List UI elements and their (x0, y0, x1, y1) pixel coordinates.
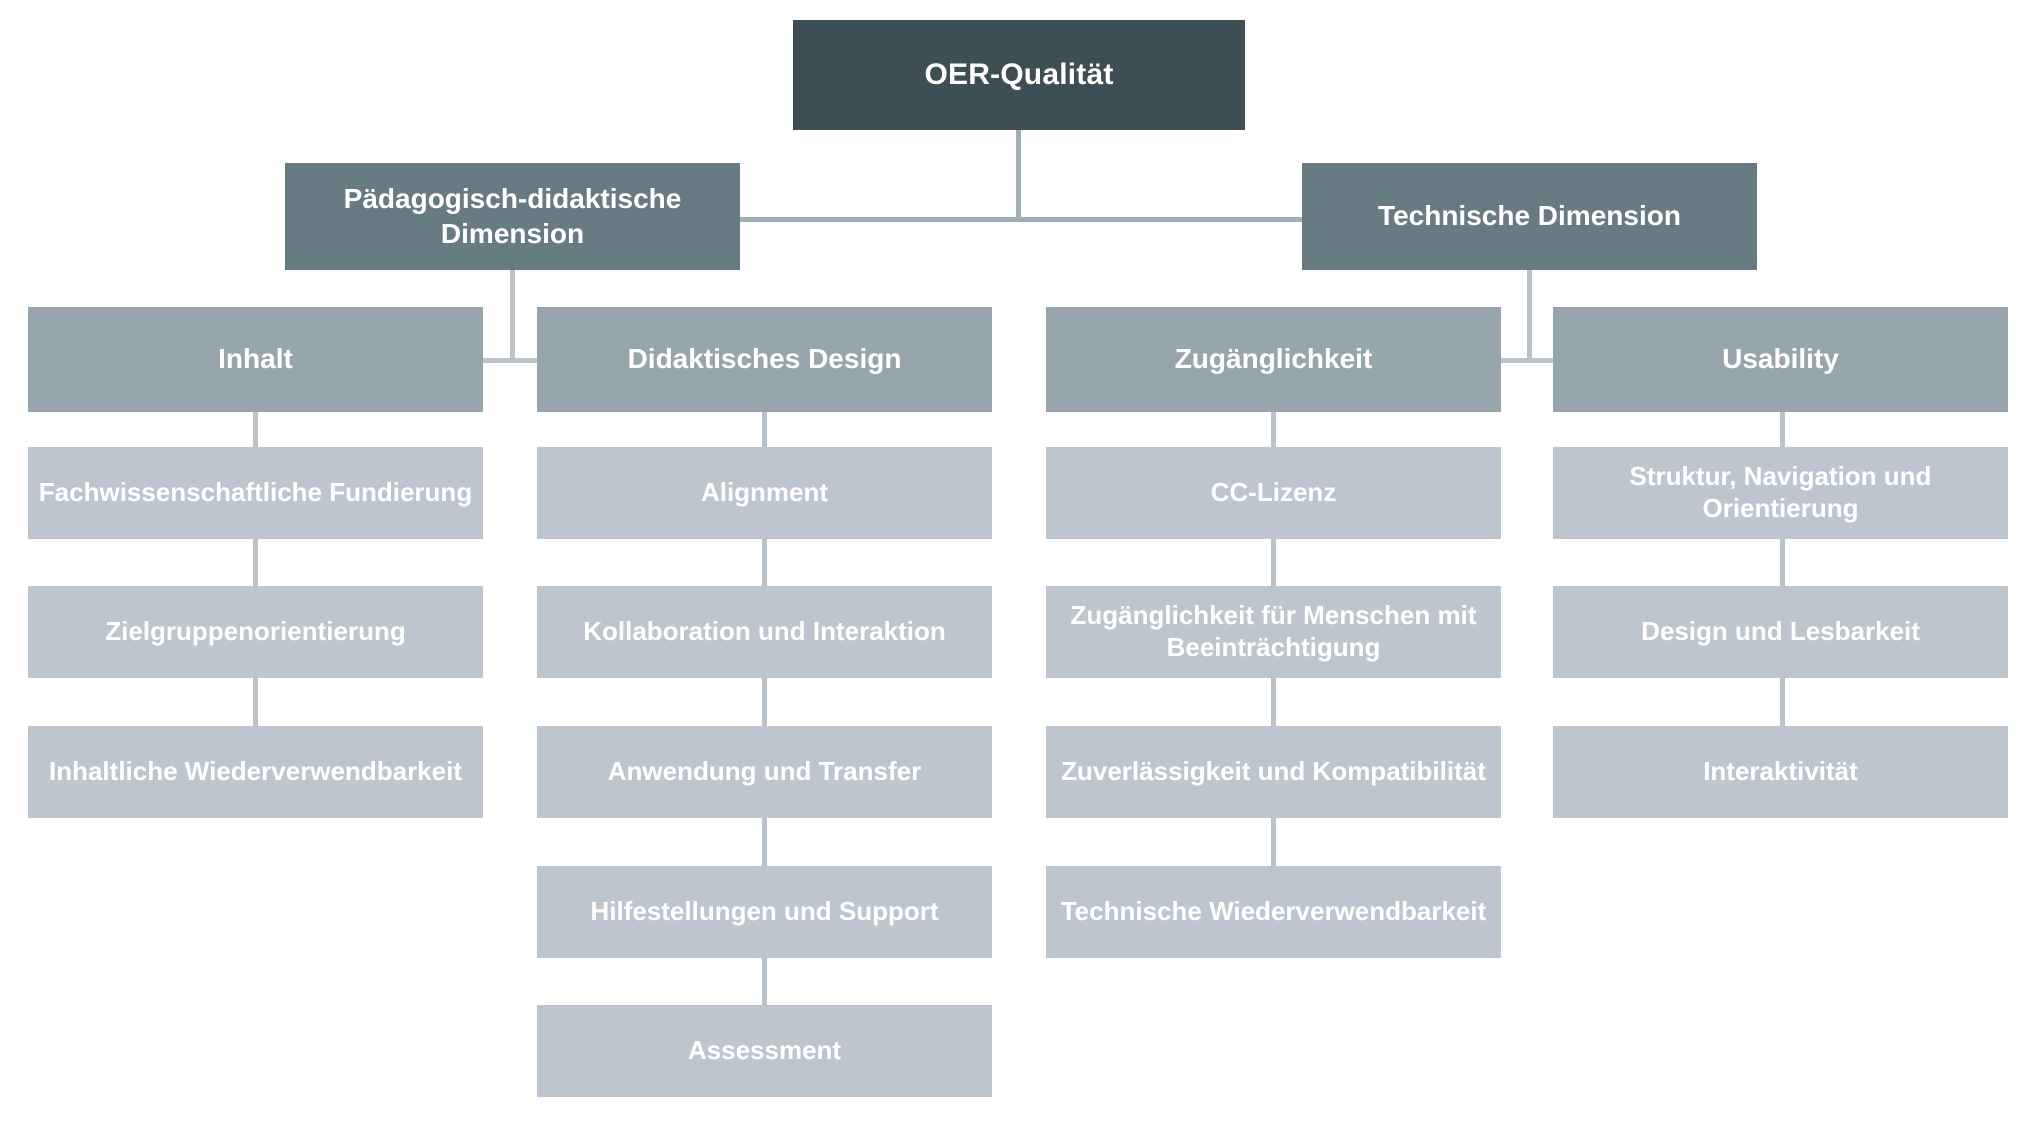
node-leaf-anwendung-und-transfer[interactable]: Anwendung und Transfer (537, 726, 992, 818)
connector-right-dimension-stem (1527, 270, 1532, 362)
node-leaf-interaktivitaet[interactable]: Interaktivität (1553, 726, 2008, 818)
node-category-label: Usability (1722, 343, 1839, 375)
node-dimension-label: Technische Dimension (1378, 200, 1681, 232)
connector-right-category-bar (1272, 358, 1784, 363)
node-leaf-label: CC-Lizenz (1210, 477, 1337, 508)
connector-left-category-bar (255, 358, 767, 363)
node-leaf-struktur-navigation-und-orientierung[interactable]: Struktur, Navigation und Orientierung (1553, 447, 2008, 539)
node-category-usability[interactable]: Usability (1553, 307, 2008, 412)
node-leaf-label: Kollaboration und Interaktion (583, 616, 946, 647)
node-category-label: Zugänglichkeit (1174, 343, 1373, 375)
node-dimension-paedagogisch-didaktisch[interactable]: Pädagogisch-didaktische Dimension (285, 163, 740, 270)
node-root-label: OER-Qualität (924, 57, 1114, 91)
node-leaf-inhaltliche-wiederverwendbarkeit[interactable]: Inhaltliche Wiederverwendbarkeit (28, 726, 483, 818)
node-leaf-cc-lizenz[interactable]: CC-Lizenz (1046, 447, 1501, 539)
node-leaf-label: Fachwissenschaftliche Fundierung (38, 477, 473, 508)
node-leaf-zuverlaessigkeit-und-kompatibilitaet[interactable]: Zuverlässigkeit und Kompatibilität (1046, 726, 1501, 818)
connector-column-zugaenglichkeit (1271, 412, 1276, 952)
node-leaf-label: Assessment (687, 1035, 842, 1066)
node-leaf-hilfestellungen-und-support[interactable]: Hilfestellungen und Support (537, 866, 992, 958)
connector-dimension-bar (738, 217, 1302, 222)
node-leaf-assessment[interactable]: Assessment (537, 1005, 992, 1097)
node-leaf-label: Inhaltliche Wiederverwendbarkeit (48, 756, 462, 787)
node-leaf-label: Technische Wiederverwendbarkeit (1060, 896, 1487, 927)
node-leaf-label: Anwendung und Transfer (607, 756, 922, 787)
node-leaf-kollaboration-und-interaktion[interactable]: Kollaboration und Interaktion (537, 586, 992, 678)
node-leaf-zugaenglichkeit-fuer-menschen-mit-beeintraechtigung[interactable]: Zugänglichkeit für Menschen mit Beeinträ… (1046, 586, 1501, 678)
node-leaf-zielgruppenorientierung[interactable]: Zielgruppenorientierung (28, 586, 483, 678)
node-category-label: Inhalt (218, 343, 293, 375)
node-leaf-technische-wiederverwendbarkeit[interactable]: Technische Wiederverwendbarkeit (1046, 866, 1501, 958)
node-category-inhalt[interactable]: Inhalt (28, 307, 483, 412)
node-leaf-label: Design und Lesbarkeit (1641, 616, 1920, 647)
node-dimension-technisch[interactable]: Technische Dimension (1302, 163, 1757, 270)
node-dimension-label: Pädagogisch-didaktische Dimension (343, 183, 682, 249)
node-leaf-fachwissenschaftliche-fundierung[interactable]: Fachwissenschaftliche Fundierung (28, 447, 483, 539)
node-category-label: Didaktisches Design (627, 343, 902, 375)
node-leaf-label: Zugänglichkeit für Menschen mit Beeinträ… (1070, 600, 1477, 662)
node-leaf-label: Interaktivität (1703, 756, 1858, 787)
connector-left-dimension-stem (510, 270, 515, 362)
node-leaf-label: Alignment (700, 477, 829, 508)
node-leaf-alignment[interactable]: Alignment (537, 447, 992, 539)
connector-root-stem (1016, 130, 1021, 220)
node-leaf-label: Zuverlässigkeit und Kompatibilität (1061, 756, 1486, 787)
node-category-didaktisches-design[interactable]: Didaktisches Design (537, 307, 992, 412)
node-leaf-label: Zielgruppenorientierung (105, 616, 406, 647)
node-leaf-label: Hilfestellungen und Support (590, 896, 939, 927)
node-leaf-label: Struktur, Navigation und Orientierung (1629, 461, 1932, 523)
node-leaf-design-und-lesbarkeit[interactable]: Design und Lesbarkeit (1553, 586, 2008, 678)
node-category-zugaenglichkeit[interactable]: Zugänglichkeit (1046, 307, 1501, 412)
node-root-oer-qualitaet[interactable]: OER-Qualität (793, 20, 1245, 130)
